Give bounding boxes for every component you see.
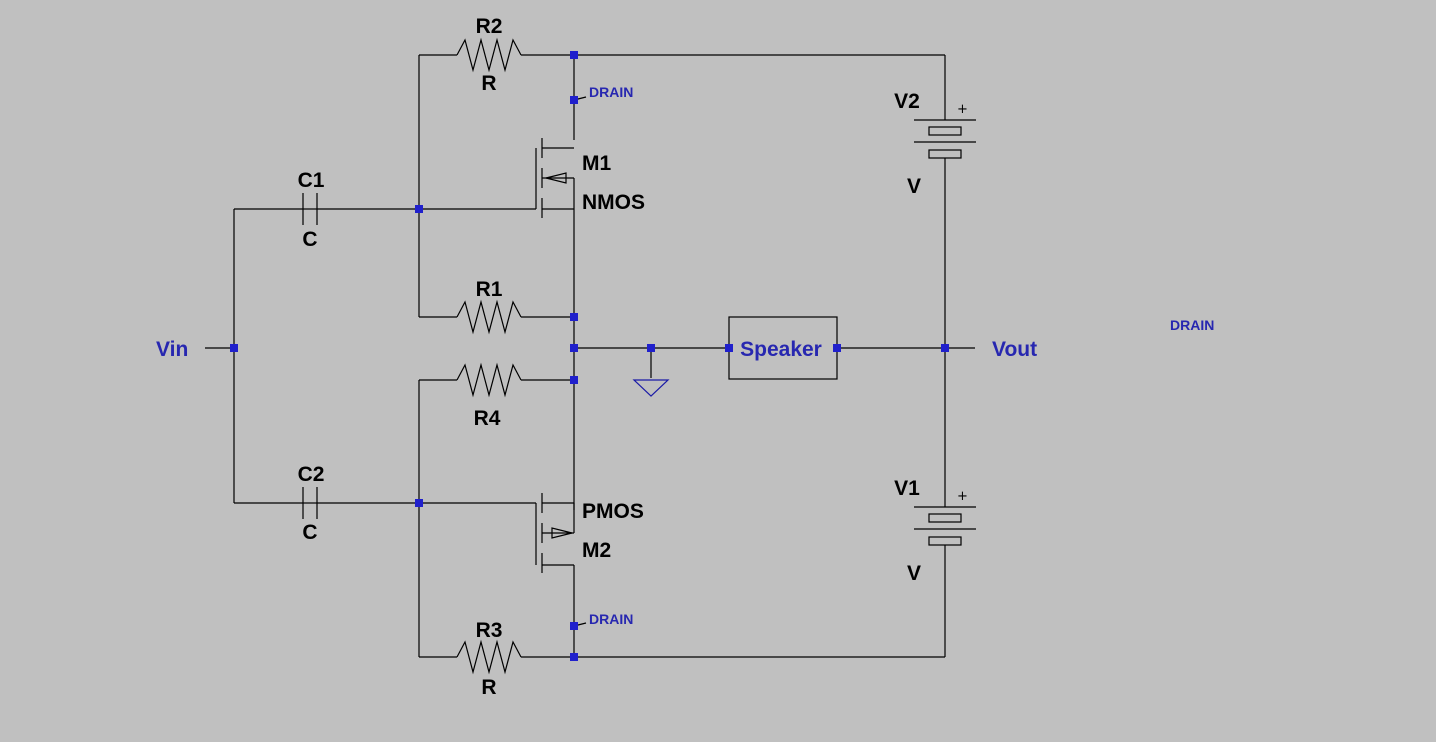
m1-ref: M1 (582, 152, 611, 175)
capacitor-c1[interactable]: C1 C (298, 169, 325, 251)
battery-v2[interactable]: + V2 V (894, 90, 976, 198)
node-ground (647, 344, 655, 352)
node-speaker-right (833, 344, 841, 352)
c2-ref: C2 (298, 463, 325, 486)
node-gate-m1 (415, 205, 423, 213)
capacitor-c2[interactable]: C2 C (298, 463, 325, 544)
v2-value: V (907, 175, 921, 198)
c1-value: C (302, 228, 317, 251)
speaker[interactable]: Speaker (728, 316, 838, 380)
wires (205, 54, 975, 658)
r3-value: R (481, 676, 496, 699)
node-output (570, 344, 578, 352)
node-top-rail (570, 51, 578, 59)
battery-v1[interactable]: + V1 V (894, 477, 976, 585)
net-label-vin[interactable]: Vin (156, 338, 188, 361)
node-drain-m2 (570, 622, 578, 630)
c1-ref: C1 (298, 169, 325, 192)
v1-value: V (907, 562, 921, 585)
m2-ref: M2 (582, 539, 611, 562)
node-vin (230, 344, 238, 352)
resistor-r3[interactable]: R3 R (456, 619, 522, 699)
mosfet-m1[interactable]: M1 NMOS (535, 138, 645, 218)
drain-bottom-text: DRAIN (589, 611, 633, 627)
r2-ref: R2 (476, 15, 503, 38)
net-label-drain-floating[interactable]: DRAIN (1170, 317, 1214, 333)
resistor-r4[interactable]: R4 (456, 362, 522, 430)
c2-value: C (302, 521, 317, 544)
v1-plus: + (957, 489, 968, 504)
r2-value: R (481, 72, 496, 95)
node-vout (941, 344, 949, 352)
ground-symbol[interactable] (632, 379, 670, 397)
speaker-label: Speaker (740, 338, 822, 361)
v1-ref: V1 (894, 477, 920, 500)
node-r4-source (570, 376, 578, 384)
net-label-drain-top[interactable]: DRAIN (573, 84, 633, 101)
r3-ref: R3 (476, 619, 503, 642)
node-r1-source (570, 313, 578, 321)
node-gate-m2 (415, 499, 423, 507)
net-label-vout[interactable]: Vout (992, 338, 1037, 361)
r1-ref: R1 (476, 278, 503, 301)
node-speaker-left (725, 344, 733, 352)
m2-model: PMOS (582, 500, 644, 523)
drain-top-text: DRAIN (589, 84, 633, 100)
junction-nodes (230, 51, 949, 661)
node-drain-m1 (570, 96, 578, 104)
resistor-r1[interactable]: R1 (456, 278, 522, 335)
mosfet-m2[interactable]: PMOS M2 (535, 493, 644, 573)
v2-ref: V2 (894, 90, 920, 113)
v2-plus: + (957, 102, 968, 117)
r4-ref: R4 (474, 407, 501, 430)
net-label-drain-bottom[interactable]: DRAIN (573, 611, 633, 627)
m1-model: NMOS (582, 191, 645, 214)
resistor-r2[interactable]: R2 R (456, 15, 522, 95)
node-bottom-rail (570, 653, 578, 661)
